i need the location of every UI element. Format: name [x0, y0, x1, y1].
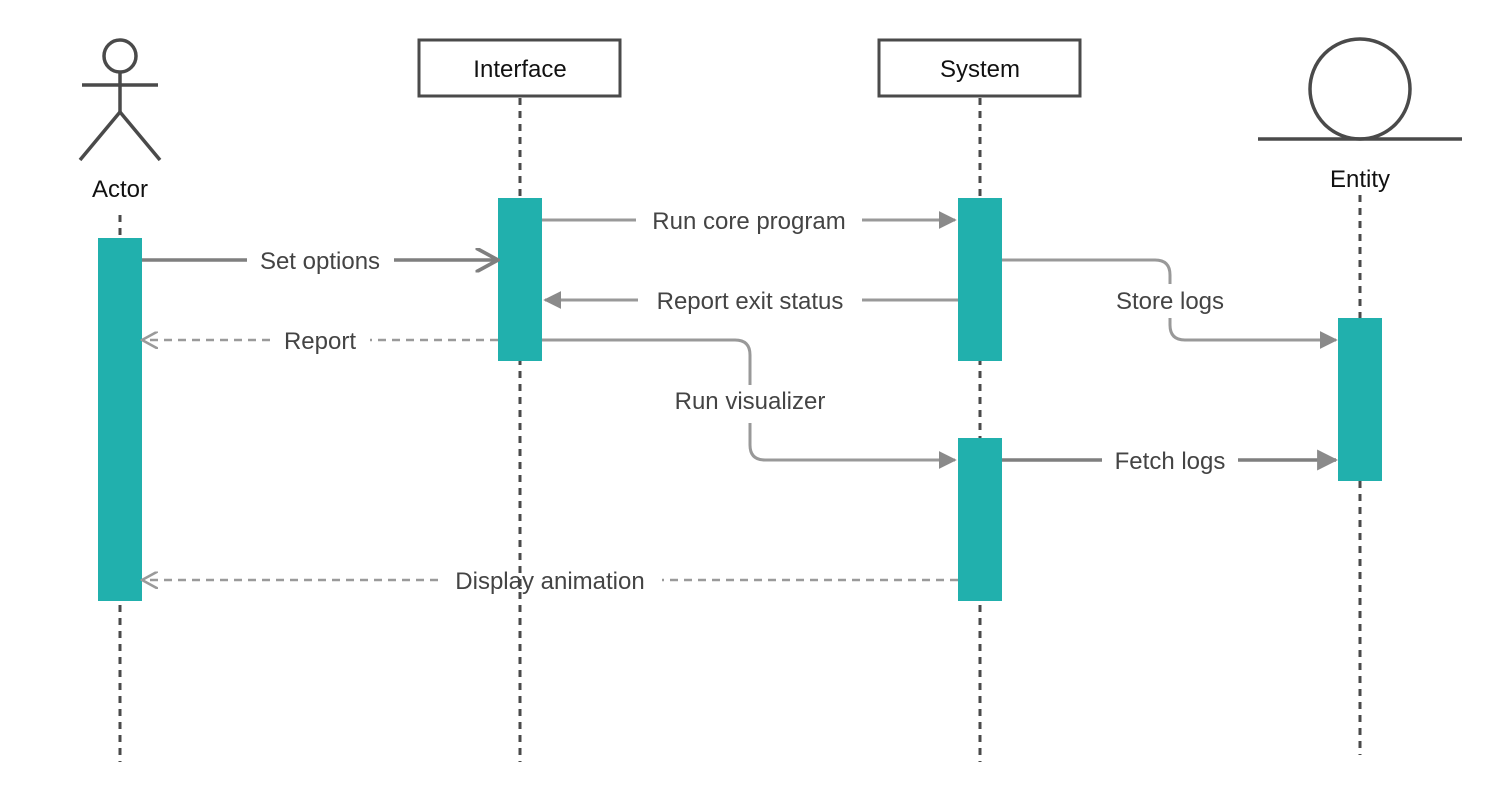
actor-label: Actor [92, 176, 148, 203]
message-run-core-program: Run core program [542, 208, 957, 235]
message-display-animation: Display animation [142, 568, 958, 595]
entity-activation [1338, 318, 1382, 481]
message-display-animation-label: Display animation [455, 568, 644, 595]
message-store-logs-label: Store logs [1116, 288, 1224, 315]
message-fetch-logs: Fetch logs [1002, 448, 1339, 475]
system-activation-1 [958, 198, 1002, 361]
entity-label: Entity [1330, 166, 1390, 193]
interface-activation [498, 198, 542, 361]
message-set-options-label: Set options [260, 248, 380, 275]
entity-icon [1258, 37, 1462, 141]
message-report-label: Report [284, 328, 356, 355]
message-report-exit-status: Report exit status [543, 288, 958, 315]
message-run-core-program-label: Run core program [652, 208, 845, 235]
message-store-logs: Store logs [1002, 258, 1338, 349]
system-label: System [940, 56, 1020, 83]
interface-label: Interface [473, 56, 566, 83]
message-report-exit-status-label: Report exit status [657, 288, 844, 315]
interface-box [417, 38, 622, 98]
message-report: Report [142, 328, 498, 355]
system-activation-2 [958, 438, 1002, 601]
message-fetch-logs-label: Fetch logs [1115, 448, 1226, 475]
message-run-visualizer: Run visualizer [542, 338, 957, 469]
actor-activation [98, 238, 142, 601]
system-box [877, 38, 1082, 98]
message-run-visualizer-label: Run visualizer [675, 388, 826, 415]
actor-icon [78, 38, 162, 162]
message-set-options: Set options [142, 248, 498, 275]
